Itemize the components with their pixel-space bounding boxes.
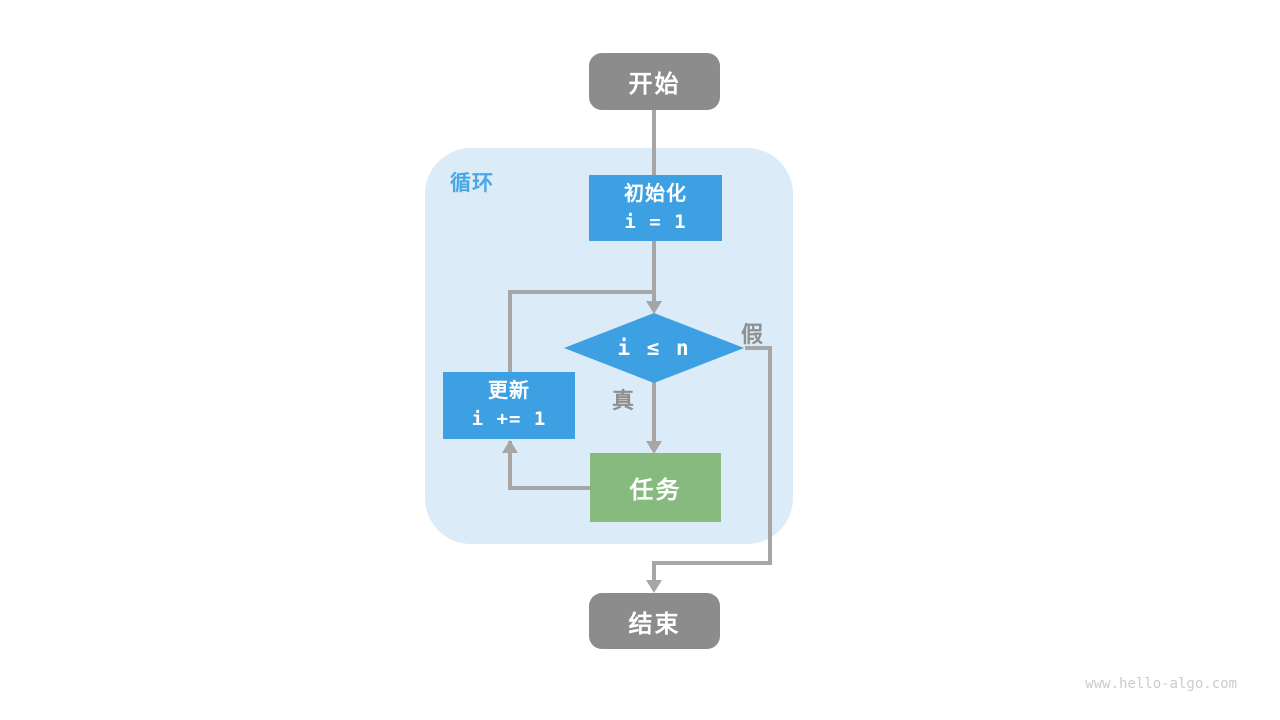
update-node-code: i += 1: [471, 408, 547, 431]
end-node: 结束: [589, 593, 720, 649]
true-branch-label: 真: [612, 388, 635, 413]
update-node-label: 更新: [488, 380, 530, 403]
init-node-code: i = 1: [624, 210, 687, 233]
connector-task-to-update-horizontal: [508, 486, 592, 490]
init-node: 初始化 i = 1: [589, 175, 722, 241]
task-node-label: 任务: [629, 477, 682, 504]
init-node-label: 初始化: [624, 182, 687, 205]
connector-task-to-update-vertical: [508, 441, 512, 490]
end-node-label: 结束: [628, 610, 681, 638]
connector-false-bottom-horizontal: [652, 561, 772, 565]
arrowhead-into-condition: [646, 301, 662, 314]
start-node: 开始: [589, 53, 720, 110]
false-branch-label: 假: [741, 322, 764, 347]
start-node-label: 开始: [628, 71, 681, 98]
connector-loopback-horizontal: [508, 290, 656, 294]
task-node: 任务: [590, 453, 721, 522]
arrowhead-into-task: [646, 441, 662, 454]
watermark: www.hello-algo.com: [1085, 676, 1237, 692]
arrowhead-into-update: [502, 440, 518, 453]
connector-true-branch: [652, 380, 656, 442]
arrowhead-into-end: [646, 580, 662, 593]
connector-into-end: [652, 561, 656, 582]
loop-region-label: 循环: [450, 172, 494, 195]
update-node: 更新 i += 1: [443, 372, 575, 439]
connector-false-vertical: [768, 346, 772, 563]
connector-loopback-vertical: [508, 290, 512, 374]
connector-false-horizontal: [745, 346, 770, 350]
condition-code: i ≤ n: [617, 336, 691, 360]
